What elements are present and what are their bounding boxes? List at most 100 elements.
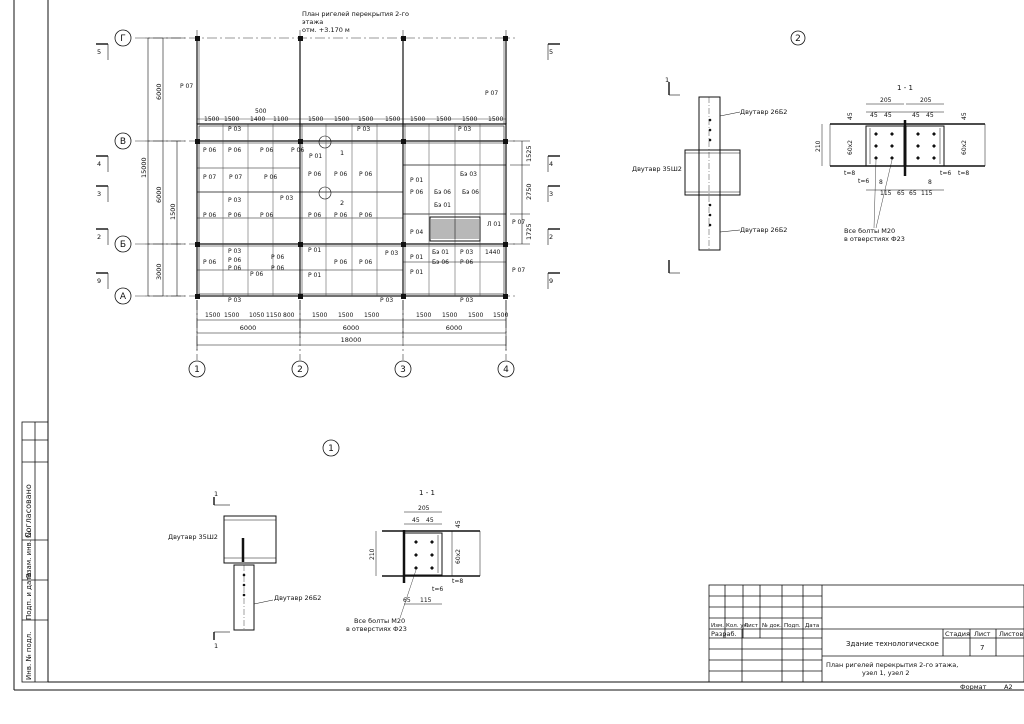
node2-column-label: Двутавр 35Ш2 (632, 165, 682, 173)
node2-dim-65-right: 65 (909, 190, 917, 197)
bottom-sub-dim: 1500 (338, 312, 353, 319)
node2-dim-45-f: 45 (961, 112, 968, 120)
axis-label-1: 1 (194, 365, 200, 375)
beam-label-ba01: Бэ 01 (434, 202, 451, 209)
beam-label-p06: Р 06 (359, 171, 372, 178)
beam-label-p06: Р 06 (260, 147, 273, 154)
section-mark-number: 5 (549, 48, 553, 56)
agreed-label: Согласовано (24, 484, 33, 538)
node2-dim-45-a: 45 (870, 112, 878, 119)
beam-label-p03: Р 03 (458, 126, 471, 133)
dim-sub-vertical: 1500 (169, 203, 177, 220)
stage-header: Стадия (945, 630, 970, 638)
beam-label-l01: Л 01 (487, 221, 501, 228)
node1-bolts-note-2: в отверстиях Ф23 (346, 625, 407, 633)
bottom-sub-dim: 1500 (493, 312, 508, 319)
node2-dim-115-left: 115 (880, 190, 892, 197)
node1-bolts-note-1: Все болты М20 (354, 617, 405, 625)
axis-bubble-a (114, 287, 132, 305)
section-mark-number: 2 (549, 233, 553, 241)
drawing-title-line1: План ригелей перекрытия 2-го этажа, (826, 661, 958, 669)
column-marks (195, 36, 508, 299)
beam-label-p01: Р 01 (309, 153, 322, 160)
node2-dim-65-left: 65 (897, 190, 905, 197)
beam-label-p03: Р 03 (460, 249, 473, 256)
node2-beam-bottom-label: Двутавр 26Б2 (740, 226, 787, 234)
axis-label-b: Б (120, 240, 126, 250)
beam-label-p07: Р 07 (180, 83, 193, 90)
row-razrab-label: Разраб. (711, 630, 737, 638)
node2-dim-45-e: 45 (847, 112, 854, 120)
beam-label-p06: Р 06 (308, 212, 321, 219)
title-block (708, 584, 1024, 683)
node-2-detail: 2 1 Двутавр 26Б2 Двутавр 35Ш2 Двутавр 26… (632, 30, 986, 274)
node1-column-label: Двутавр 35Ш2 (168, 533, 218, 541)
beam-label-p06: Р 06 (250, 271, 263, 278)
beam-label-ba03: Бэ 03 (460, 171, 477, 178)
side-stamp (21, 421, 49, 683)
node2-section-title: 1 - 1 (897, 84, 913, 92)
axis-lines (135, 30, 515, 360)
beam-label-p03: Р 03 (357, 126, 370, 133)
dim-right-2: 2750 (525, 183, 533, 200)
beam-label-p03: Р 03 (460, 297, 473, 304)
beam-label-p03: Р 03 (280, 195, 293, 202)
beam-label-p01: Р 01 (308, 272, 321, 279)
node2-section (821, 103, 986, 191)
node2-bolts-note-2: в отверстиях Ф23 (844, 235, 905, 243)
drawing-title-line2: узел 1, узел 2 (862, 669, 909, 677)
section-mark-number: 9 (549, 277, 553, 285)
bottom-sub-dim: 1500 (416, 312, 431, 319)
node1-dim-210: 210 (369, 548, 376, 560)
beam-label-p06: Р 06 (228, 265, 241, 272)
node-1-number: 1 (328, 444, 334, 454)
node1-t6: t=6 (432, 586, 443, 593)
beam-label-p04: Р 04 (410, 229, 423, 236)
node2-dim-8-right: 8 (928, 179, 932, 186)
beam-labels: Р 07 Р 07 Р 03 Р 03 Р 03 Р 06 Р 06 Р 06 Р 06 Р 01… (180, 83, 525, 304)
node1-section-title: 1 - 1 (419, 489, 435, 497)
node2-t6-right: t=6 (940, 170, 951, 177)
beam-label-d1440: 1440 (485, 249, 500, 256)
top-sub-dim: 1500 (436, 116, 451, 123)
beam-label-p06: Р 06 (460, 259, 473, 266)
title-col-5: Дата (805, 623, 819, 629)
right-dim-lines (510, 140, 530, 245)
beam-label-p06: Р 06 (334, 212, 347, 219)
node2-t6-left: t=6 (858, 178, 869, 185)
node1-dim-60x2: 60х2 (455, 549, 462, 564)
node2-dim-205-right: 205 (920, 97, 932, 104)
dim-total-horizontal: 18000 (341, 336, 362, 344)
title-col-4: Подп. (784, 623, 801, 629)
node2-t8-right: t=8 (958, 170, 969, 177)
beam-label-ba06: Бэ 06 (432, 259, 449, 266)
beam-label-p07: Р 07 (512, 267, 525, 274)
node1-section-number-bottom: 1 (214, 642, 218, 650)
top-sub-dim: 1500 (488, 116, 503, 123)
node1-section (375, 511, 481, 605)
section-mark-number: 4 (97, 160, 101, 168)
bottom-sub-dim: 1500 (224, 312, 239, 319)
beam-label-p06: Р 06 (271, 254, 284, 261)
dim-right-1: 1525 (525, 145, 533, 162)
node2-dim-60x2-right: 60х2 (961, 140, 968, 155)
bottom-sub-dim: 1500 (442, 312, 457, 319)
node1-dim-45-c: 45 (455, 520, 462, 528)
beam-label-p06: Р 06 (359, 212, 372, 219)
bottom-sub-dim: 800 (283, 312, 295, 319)
beam-label-p01: Р 01 (410, 269, 423, 276)
beam-label-p01: Р 01 (410, 177, 423, 184)
dim-right-3: 1725 (525, 223, 533, 240)
dim-total-vertical: 15000 (140, 157, 148, 178)
node-callout-2 (318, 186, 332, 200)
podp-data-label: Подп. и дата (25, 572, 33, 620)
section-mark-number: 5 (97, 48, 101, 56)
section-mark-number: 3 (549, 190, 553, 198)
beam-label-p06: Р 06 (271, 265, 284, 272)
axis-label-4: 4 (503, 365, 509, 375)
beam-label-p06: Р 06 (334, 259, 347, 266)
sheet-header: Лист (974, 630, 991, 638)
beam-label-p01: Р 01 (410, 254, 423, 261)
